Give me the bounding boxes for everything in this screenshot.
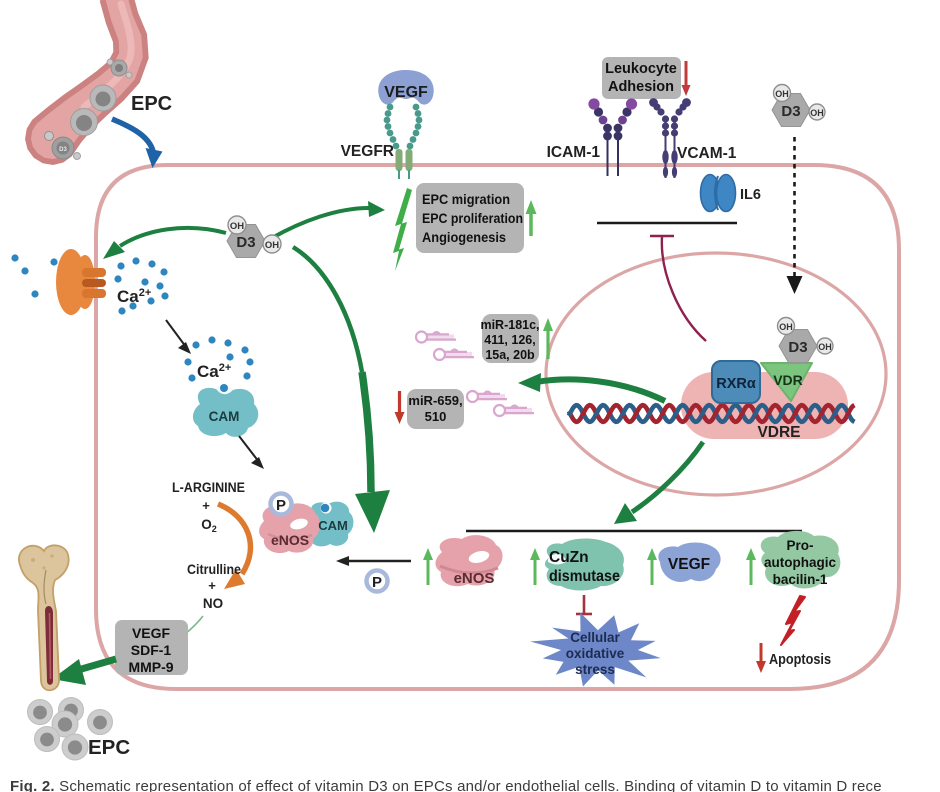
svg-text:L-ARGININE: L-ARGININE	[172, 480, 245, 495]
svg-text:D3: D3	[59, 147, 67, 153]
svg-text:RXRα: RXRα	[716, 376, 756, 392]
svg-text:EPC: EPC	[88, 736, 130, 759]
svg-text:bacilin-1: bacilin-1	[773, 572, 828, 587]
svg-text:Apoptosis: Apoptosis	[769, 652, 831, 668]
svg-text:510: 510	[425, 409, 447, 424]
svg-text:eNOS: eNOS	[454, 570, 495, 587]
svg-text:oxidative: oxidative	[566, 646, 625, 661]
svg-text:D3: D3	[788, 339, 807, 356]
svg-text:VDR: VDR	[773, 372, 803, 388]
svg-text:Citrulline: Citrulline	[187, 562, 241, 577]
svg-text:EPC migration: EPC migration	[422, 192, 510, 207]
svg-text:VEGF: VEGF	[668, 556, 710, 573]
svg-text:Leukocyte: Leukocyte	[605, 61, 677, 77]
svg-text:Fig. 2. Schematic representati: Fig. 2. Schematic representation of effe…	[10, 778, 882, 792]
svg-text:VDRE: VDRE	[757, 424, 800, 441]
svg-text:MMP-9: MMP-9	[128, 659, 173, 675]
svg-text:15a, 20b: 15a, 20b	[485, 348, 535, 362]
svg-text:OH: OH	[779, 322, 793, 332]
svg-text:CuZn: CuZn	[549, 549, 589, 566]
svg-text:EPC proliferation: EPC proliferation	[422, 211, 523, 226]
svg-text:CAM: CAM	[318, 518, 348, 533]
svg-text:OH: OH	[775, 89, 789, 99]
svg-text:VEGF: VEGF	[384, 84, 428, 101]
svg-text:SDF-1: SDF-1	[131, 642, 172, 658]
svg-text:autophagic: autophagic	[764, 555, 836, 570]
svg-text:stress: stress	[575, 662, 615, 677]
svg-text:P: P	[276, 497, 286, 514]
svg-text:IL6: IL6	[740, 187, 761, 203]
svg-text:OH: OH	[230, 221, 244, 232]
svg-text:VEGF: VEGF	[132, 625, 171, 641]
svg-text:VEGFR: VEGFR	[341, 143, 394, 160]
svg-text:Angiogenesis: Angiogenesis	[422, 230, 506, 245]
svg-text:eNOS: eNOS	[271, 532, 309, 548]
svg-text:VCAM-1: VCAM-1	[677, 145, 737, 162]
svg-text:Adhesion: Adhesion	[608, 79, 674, 95]
svg-text:OH: OH	[818, 342, 832, 352]
svg-text:OH: OH	[810, 108, 824, 118]
svg-text:+: +	[208, 578, 216, 593]
svg-text:D3: D3	[781, 103, 800, 120]
svg-text:D3: D3	[236, 234, 255, 251]
svg-text:NO: NO	[203, 596, 223, 611]
svg-text:ICAM-1: ICAM-1	[547, 144, 601, 161]
svg-text:Pro-: Pro-	[787, 538, 814, 553]
svg-text:EPC: EPC	[131, 93, 172, 115]
svg-text:CAM: CAM	[209, 409, 240, 424]
svg-text:Cellular: Cellular	[570, 630, 620, 645]
svg-text:P: P	[372, 574, 382, 591]
svg-text:+: +	[202, 498, 210, 513]
svg-text:OH: OH	[265, 240, 279, 251]
svg-text:miR-659,: miR-659,	[408, 393, 462, 408]
svg-text:miR-181c,: miR-181c,	[480, 318, 539, 332]
svg-text:dismutase: dismutase	[549, 568, 620, 585]
svg-text:411, 126,: 411, 126,	[484, 333, 535, 347]
